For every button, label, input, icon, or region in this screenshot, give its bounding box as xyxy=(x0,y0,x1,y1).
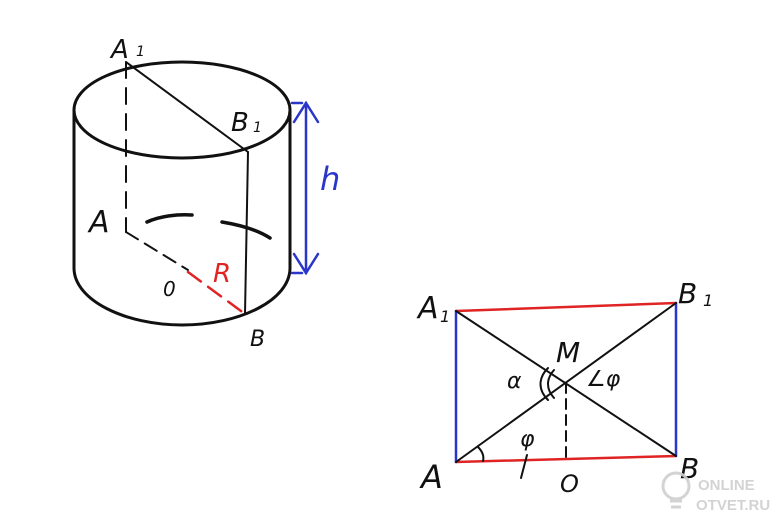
lightbulb-icon xyxy=(661,471,691,509)
watermark-line1: ONLINE xyxy=(698,477,755,494)
label-cyl-A1-sub: 1 xyxy=(136,44,145,60)
angle-arc-A xyxy=(477,446,485,462)
height-arrow xyxy=(290,100,320,276)
cylinder-bottom-back-arc-right xyxy=(220,220,272,240)
label-cyl-B1: B xyxy=(231,108,249,138)
label-sec-B1: B xyxy=(678,277,697,310)
label-sec-B1-sub: 1 xyxy=(703,291,713,310)
label-height-h: h xyxy=(320,160,340,198)
angle-arc-alpha-2 xyxy=(547,369,555,399)
label-sec-phi-bottom: φ xyxy=(520,427,535,452)
label-cyl-A1: A xyxy=(109,35,129,65)
cylinder-top-ellipse xyxy=(72,60,292,160)
label-sec-alpha: α xyxy=(507,369,522,394)
label-cyl-B: B xyxy=(250,327,265,352)
label-sec-A1: A xyxy=(416,291,439,326)
label-sec-B: B xyxy=(680,452,699,485)
side-A1-B1 xyxy=(454,301,678,313)
watermark-logo: ONLINE OTVET.RU xyxy=(661,471,770,514)
angle-arc-alpha-1 xyxy=(539,367,549,401)
cylinder-bottom-front-arc xyxy=(72,266,292,327)
segment-B1-B xyxy=(244,151,249,315)
label-sec-phi-top: ∠φ xyxy=(586,367,621,392)
section-rectangle xyxy=(454,301,678,479)
hidden-segment-A-O xyxy=(125,231,189,271)
watermark-line2: OTVET.RU xyxy=(696,497,770,514)
label-cyl-B1-sub: 1 xyxy=(253,120,262,136)
cylinder-bottom-back-arc-left xyxy=(145,213,194,224)
label-cyl-R: R xyxy=(213,259,231,289)
label-sec-O: O xyxy=(560,470,579,498)
label-cyl-A: A xyxy=(87,205,110,240)
side-A-B xyxy=(454,454,678,464)
label-sec-A: A xyxy=(419,458,443,496)
label-sec-A1-sub: 1 xyxy=(440,307,450,326)
radius-segment-O-B xyxy=(186,270,247,316)
segment-A1-B1 xyxy=(125,61,249,153)
label-sec-M: M xyxy=(556,336,580,369)
label-cyl-O: 0 xyxy=(163,277,176,301)
cylinder-figure xyxy=(72,60,292,327)
angle-tick-phi xyxy=(520,454,528,479)
